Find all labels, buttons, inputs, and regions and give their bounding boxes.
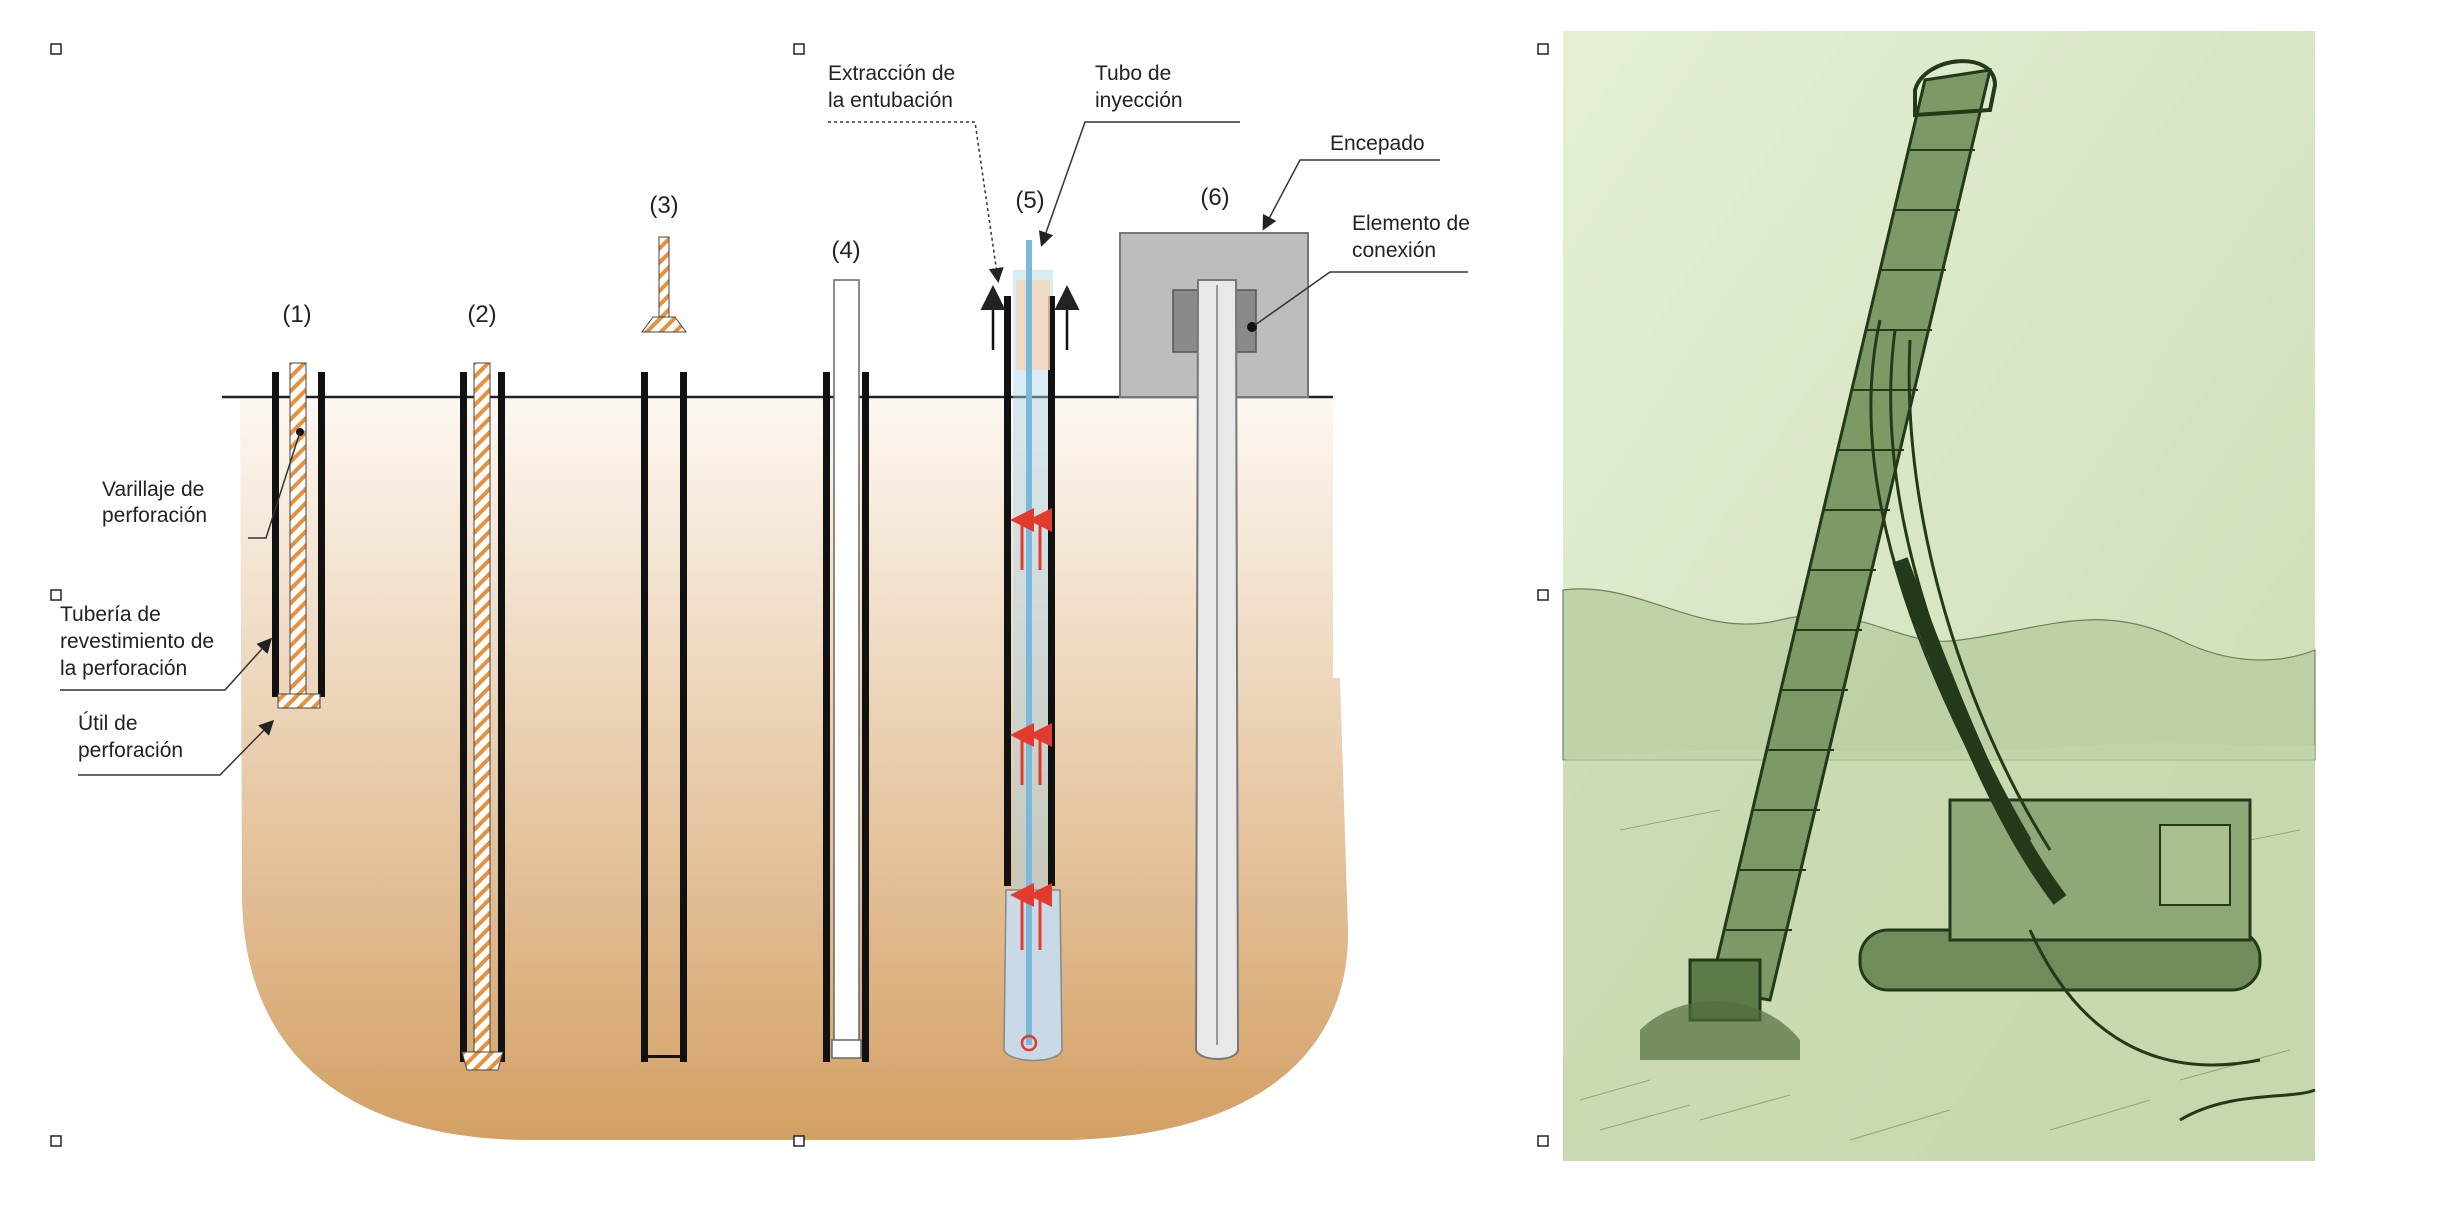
label-tuberia: Tubería de revestimiento de la perforaci… <box>60 603 220 680</box>
stage-4-reinforcement <box>823 279 869 1062</box>
label-extraccion: Extracción de la entubación <box>828 62 961 112</box>
micropile-diagram: (1) (2) (3) (4) (5) (6) Varillaje de per… <box>60 62 1476 1140</box>
stage-1-number: (1) <box>282 301 311 328</box>
stage-3-casing-left <box>641 372 648 1062</box>
handle-left-middle <box>50 589 62 601</box>
tuberia-leader <box>60 637 273 691</box>
stage-2-drill-bit <box>461 1051 504 1071</box>
handle-bottom-middle <box>793 1135 805 1147</box>
stage-6-finished-pile <box>1119 232 1309 1060</box>
stage-3-extracted-bit <box>641 316 687 333</box>
label-util: Útil de perforación <box>78 712 183 762</box>
stage-3-number: (3) <box>649 192 678 219</box>
encepado-leader <box>1262 159 1440 231</box>
stage-1-casing-right <box>318 372 325 697</box>
stage-3-casing-bottom <box>641 1055 687 1058</box>
stage-4-rebar <box>833 279 860 1046</box>
stage-5-casing-right <box>1048 296 1055 886</box>
label-encepado: Encepado <box>1330 132 1425 155</box>
leader-lines <box>60 121 1468 776</box>
stage-5-rebar-top <box>1016 280 1050 370</box>
stage-5-casing-left <box>1004 296 1011 886</box>
label-elemento: Elemento de conexión <box>1352 212 1476 262</box>
soil-body <box>240 397 1349 1140</box>
stage-2-drilling <box>460 362 505 1071</box>
stage-1-drill-bit <box>277 693 321 709</box>
handle-right-top <box>1537 43 1549 55</box>
stage-1-drill-rod <box>289 362 307 706</box>
drill-rig-illustration <box>1562 31 2316 1161</box>
stage-2-drill-rod <box>473 362 491 1064</box>
stage-4-number: (4) <box>831 237 860 264</box>
rig-hydraulic-hoses <box>1869 319 2316 1122</box>
stage-5-bottom-outlet <box>1020 1034 1038 1052</box>
selection-handles[interactable] <box>50 43 1549 1147</box>
stage-4-casing-right <box>862 372 869 1062</box>
stage-3-casing-right <box>680 372 687 1062</box>
rig-boom <box>1892 557 2067 905</box>
handle-left-top <box>50 43 62 55</box>
extraccion-leader <box>828 121 1004 283</box>
label-tubo: Tubo de inyección <box>1095 62 1183 112</box>
stage-3-rod-removed <box>641 236 687 1062</box>
stage-2-casing-right <box>498 372 505 1062</box>
stage-2-casing-left <box>460 372 467 1062</box>
rig-control-panel <box>2159 824 2231 906</box>
rig-mast-head <box>1913 59 1998 118</box>
stage-5-injection <box>980 240 1080 1062</box>
util-leader <box>78 719 275 776</box>
stage-4-rebar-bottom <box>831 1039 862 1059</box>
handle-right-middle <box>1537 589 1549 601</box>
spoil-pile <box>1640 1001 1800 1060</box>
handle-right-bottom <box>1537 1135 1549 1147</box>
stage-2-number: (2) <box>467 301 496 328</box>
stage-5-grout-bulb <box>1003 889 1063 1062</box>
handle-top-middle <box>793 43 805 55</box>
stage-4-casing-left <box>823 372 830 1062</box>
stage-1-casing-left <box>272 372 279 697</box>
stage-5-number: (5) <box>1015 187 1044 214</box>
connection-element-marker <box>1247 322 1257 332</box>
stage-3-extracted-rod <box>658 236 670 318</box>
varillaje-leader <box>248 431 301 539</box>
tubo-leader <box>1038 121 1240 247</box>
handle-left-bottom <box>50 1135 62 1147</box>
stage-6-number: (6) <box>1200 184 1229 211</box>
label-varillaje: Varillaje de perforación <box>102 478 210 527</box>
elemento-leader <box>1254 271 1468 326</box>
